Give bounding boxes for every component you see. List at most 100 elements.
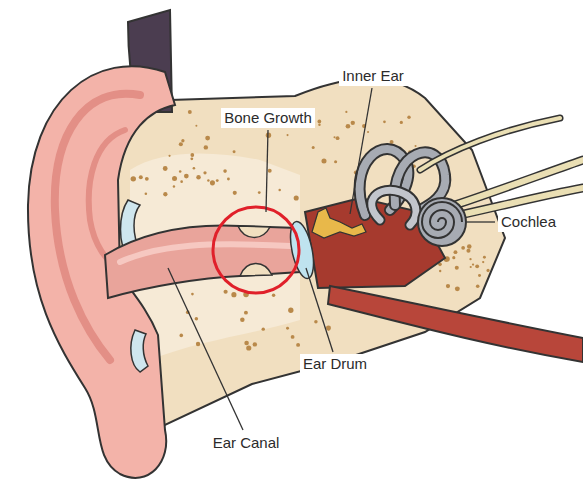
bone-speckle	[321, 158, 326, 163]
bone-speckle	[407, 116, 410, 119]
part-label: Ear Drum	[300, 354, 370, 374]
bone-speckle	[345, 111, 347, 113]
bone-speckle	[179, 334, 183, 338]
bone-speckle	[204, 145, 208, 149]
bone-speckle	[233, 150, 236, 153]
bone-speckle	[318, 123, 320, 125]
bone-growth	[238, 226, 270, 237]
bone-speckle	[466, 249, 470, 253]
bone-speckle	[163, 166, 168, 171]
bone-speckle	[253, 342, 257, 346]
ear-canal	[105, 226, 300, 298]
bone-speckle	[131, 176, 136, 181]
bone-speckle	[190, 153, 194, 157]
bone-speckle	[246, 345, 251, 350]
ear-fold	[55, 94, 140, 360]
bone-speckle	[400, 121, 403, 124]
bone-speckle	[179, 170, 182, 173]
bone-speckle	[184, 174, 189, 179]
bone-speckle	[452, 256, 455, 259]
bone-speckle	[193, 167, 196, 170]
part-label: Inner Ear	[339, 66, 407, 86]
bone-speckle	[446, 284, 450, 288]
bone-speckle	[227, 178, 230, 181]
bone-speckle	[287, 134, 289, 136]
bone-speckle	[454, 250, 458, 254]
bone-speckle	[439, 270, 441, 272]
bone-speckle	[346, 124, 351, 129]
bone-speckle	[268, 169, 272, 173]
bone-speckle	[336, 136, 340, 140]
bone-speckle	[455, 266, 459, 270]
bone-speckle	[168, 155, 170, 157]
eustachian-tube	[328, 286, 583, 362]
bone-speckle	[414, 145, 416, 147]
leader-lines	[168, 88, 495, 430]
bone-speckle	[231, 292, 236, 297]
part-label: Cochlea	[498, 212, 559, 232]
part-label: Bone Growth	[221, 108, 315, 128]
cartilage	[131, 330, 148, 372]
bone-speckle	[172, 176, 177, 181]
bone-speckle	[461, 246, 465, 250]
bone-speckle	[139, 175, 143, 179]
bone-speckle	[258, 191, 261, 194]
bone-speckle	[467, 244, 472, 249]
bone-speckle	[195, 125, 197, 127]
bone-speckle	[244, 311, 248, 315]
bone-speckle	[240, 318, 245, 323]
bone-speckle	[383, 120, 386, 123]
bone-speckle	[191, 293, 194, 296]
highlight-circle	[213, 207, 299, 293]
bone-speckle	[223, 169, 227, 173]
bone-speckle	[205, 136, 210, 141]
bone-speckle	[482, 261, 484, 263]
bone-speckle	[476, 284, 480, 288]
bone-speckle	[163, 192, 167, 196]
bone-speckle	[210, 180, 215, 185]
bone-speckle	[195, 317, 198, 320]
bone-speckle	[196, 175, 201, 180]
bone-speckle	[334, 160, 337, 163]
bone-speckle	[317, 120, 321, 124]
part-label: Ear Canal	[210, 433, 283, 453]
bone-speckle	[181, 139, 184, 142]
bone-speckle	[483, 256, 486, 259]
bone-speckle	[314, 320, 318, 324]
bone-speckle	[179, 142, 183, 146]
bone-speckle	[173, 185, 175, 187]
bone-speckle	[288, 308, 293, 313]
bone-speckle	[470, 266, 472, 268]
bone-speckle	[478, 274, 481, 277]
bone-speckle	[294, 196, 299, 201]
bone-speckle	[296, 343, 300, 347]
cochlea-spiral	[418, 198, 466, 246]
bone-speckle	[190, 157, 193, 160]
bone-speckle	[486, 269, 489, 272]
bone-speckle	[326, 326, 331, 331]
bone-speckle	[472, 263, 474, 265]
bone-speckle	[469, 258, 471, 260]
bone-speckle	[291, 335, 295, 339]
bone-speckle	[196, 342, 200, 346]
bone-speckle	[180, 180, 183, 183]
bone-speckle	[333, 136, 335, 138]
bone-speckle	[278, 189, 281, 192]
bone-speckle	[244, 341, 249, 346]
bone-speckle	[367, 131, 369, 133]
bone-speckle	[145, 177, 149, 181]
bone-speckle	[224, 290, 228, 294]
bone-speckle	[312, 146, 315, 149]
bone-growth	[240, 263, 272, 276]
bone-speckle	[327, 328, 330, 331]
bone-speckle	[188, 110, 192, 114]
bone-speckle	[455, 286, 460, 291]
bone-speckle	[262, 327, 265, 330]
bone-speckle	[286, 327, 289, 330]
bone-speckle	[203, 171, 206, 174]
canal-shading	[120, 244, 290, 262]
bone-speckle	[351, 121, 355, 125]
bone-speckle	[272, 293, 275, 296]
